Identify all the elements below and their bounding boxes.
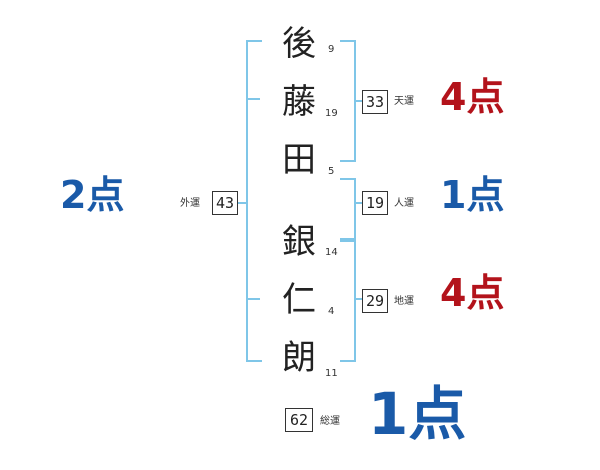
chiun-bracket — [340, 240, 356, 362]
jinun-value: 19 — [362, 191, 388, 215]
gaiun-score: 2点 — [60, 173, 125, 217]
name-char-2: 藤 — [282, 82, 316, 122]
tenun-value: 33 — [362, 90, 388, 114]
name-char-5: 仁 — [282, 280, 316, 320]
jinun-bracket — [340, 178, 356, 240]
tenun-score: 4点 — [440, 75, 505, 119]
souun-value: 62 — [285, 408, 313, 432]
outer-bracket — [246, 40, 262, 362]
jinun-bracket-tick — [354, 202, 362, 204]
tenun-bracket-tick — [354, 100, 362, 102]
stroke-count-2: 19 — [325, 108, 338, 119]
chiun-value: 29 — [362, 289, 388, 313]
name-char-3: 田 — [282, 140, 316, 180]
stroke-count-1: 9 — [328, 44, 335, 55]
name-char-1: 後 — [282, 24, 316, 64]
jinun-score: 1点 — [440, 173, 505, 217]
chiun-score: 4点 — [440, 271, 505, 315]
souun-label: 総運 — [320, 416, 340, 427]
jinun-label: 人運 — [394, 198, 414, 209]
chiun-label: 地運 — [394, 296, 414, 307]
stroke-count-6: 11 — [325, 368, 338, 379]
name-char-6: 朗 — [282, 338, 316, 378]
gaiun-label: 外運 — [180, 198, 200, 209]
stroke-count-5: 4 — [328, 306, 335, 317]
chiun-bracket-tick — [354, 298, 362, 300]
name-char-4: 銀 — [282, 222, 316, 262]
outer-bracket-tick-top — [246, 98, 260, 100]
souun-score: 1点 — [368, 380, 467, 448]
stroke-count-3: 5 — [328, 166, 335, 177]
outer-bracket-tick-bottom — [246, 298, 260, 300]
gaiun-value: 43 — [212, 191, 238, 215]
outer-bracket-connector — [236, 202, 248, 204]
tenun-label: 天運 — [394, 96, 414, 107]
stroke-count-4: 14 — [325, 247, 338, 258]
